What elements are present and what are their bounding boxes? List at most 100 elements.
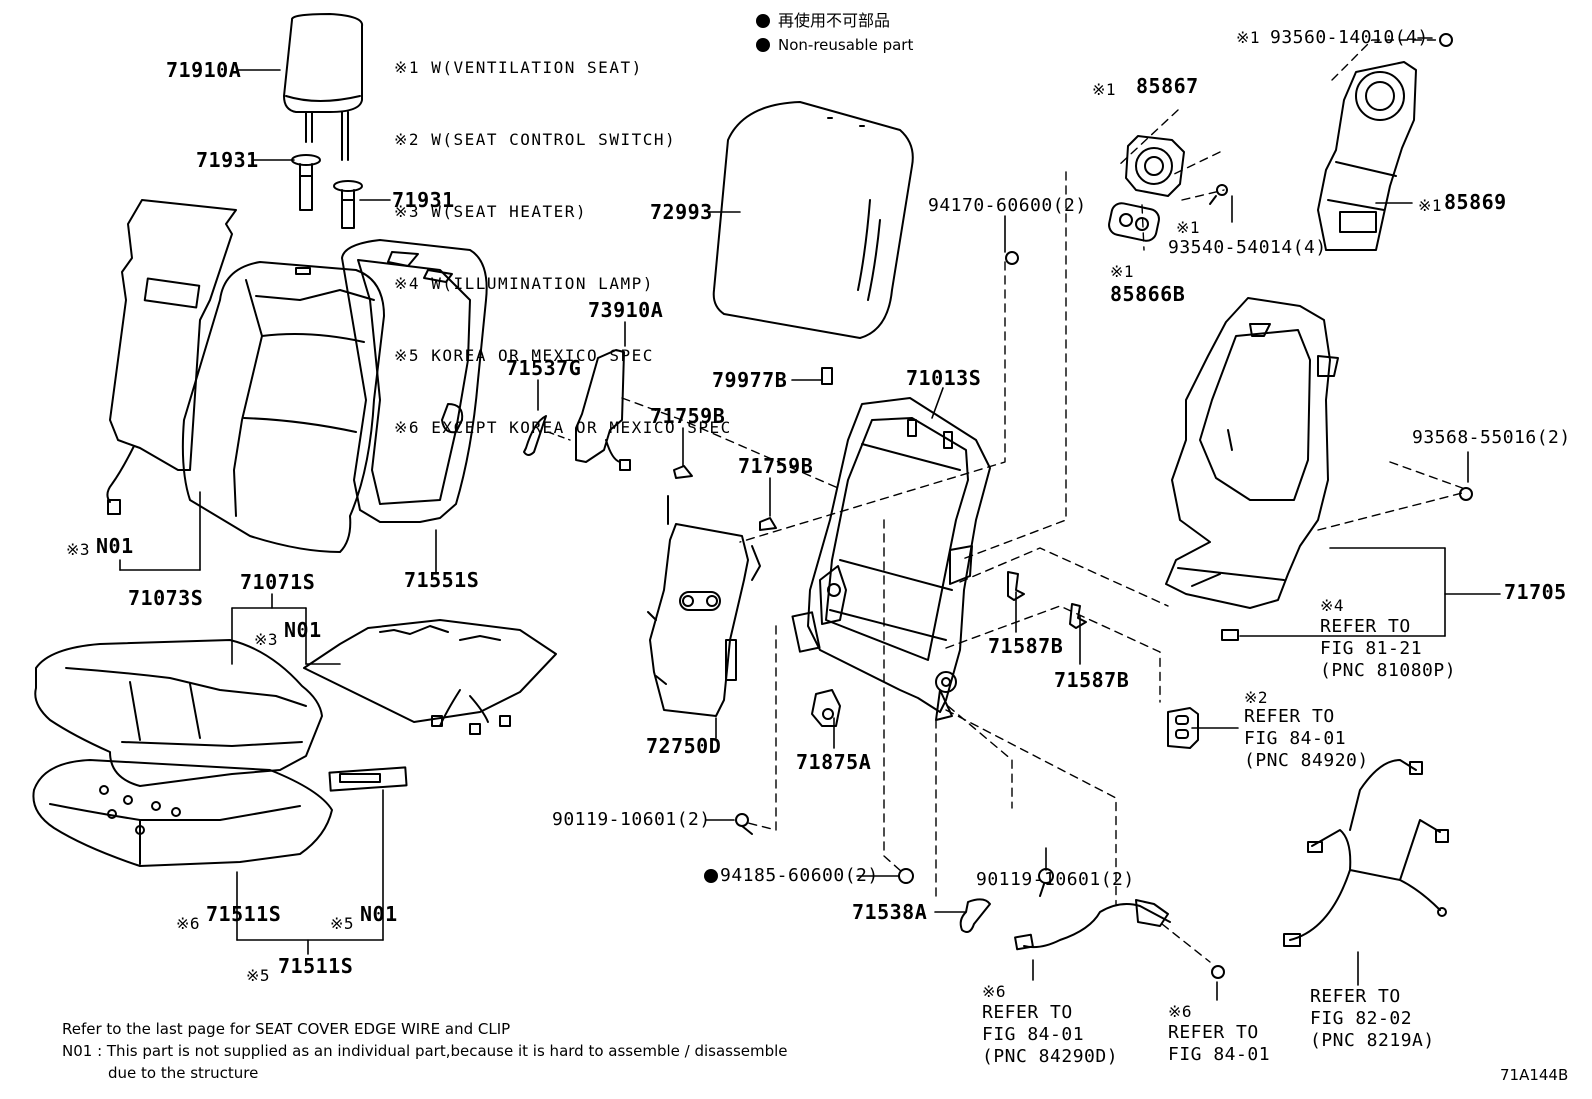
back-panel-71705 (1165, 297, 1339, 641)
nonreusable-legend-en: Non-reusable part (756, 34, 913, 56)
mark-85866B: ※1 (1110, 262, 1135, 281)
mark-ref2: ※2 (1244, 688, 1269, 707)
leader-lines (119, 37, 1501, 1001)
fastener-93568: 93568-55016(2) (1412, 427, 1571, 448)
part-71759B-a: 71759B (650, 404, 726, 428)
legend-item-4: ※4 W(ILLUMINATION LAMP) (394, 274, 654, 293)
part-71910A: 71910A (166, 58, 242, 82)
part-71551S: 71551S (404, 568, 480, 592)
fastener-94185: 94185-60600(2) (704, 866, 879, 886)
part-n01-a: N01 (96, 534, 134, 558)
nonreusable-legend-jp: 再使用不可部品 (756, 10, 890, 32)
part-85866B: 85866B (1110, 282, 1186, 306)
nonreusable-dot-icon (756, 14, 770, 28)
part-n01-c: N01 (360, 902, 398, 926)
part-85867: 85867 (1136, 74, 1199, 98)
clip-71537G (523, 415, 547, 456)
part-71013S: 71013S (906, 366, 982, 390)
fan-85867 (1125, 135, 1185, 197)
mark-n01-a: ※3 (66, 540, 91, 559)
lumbar-plate-72750D (647, 495, 761, 717)
part-71511S-b: 71511S (278, 954, 354, 978)
part-71759B-b: 71759B (738, 454, 814, 478)
clip-71587B-b (1069, 603, 1087, 629)
fastener-94170: 94170-60600(2) (928, 195, 1087, 216)
clip-71587B-a (1007, 571, 1025, 601)
seat-switch (1167, 707, 1199, 749)
side-panel-73910A (575, 349, 631, 471)
mark-ref6a: ※6 (982, 982, 1007, 1001)
fastener-90119-b: 90119-10601(2) (976, 869, 1135, 890)
headrest-guides-71931 (291, 154, 363, 229)
fastener-93540: 93540-54014(4) (1168, 237, 1327, 258)
part-73910A: 73910A (588, 298, 664, 322)
seat-cushion-cover (34, 639, 323, 787)
part-71071S: 71071S (240, 570, 316, 594)
seatback-frame-71013S (791, 397, 991, 721)
part-71073S: 71073S (128, 586, 204, 610)
fastener-93560: 93560-14010(4) (1270, 27, 1429, 48)
dashed-assembly-lines (621, 39, 1469, 963)
back-pad-72993 (712, 101, 914, 339)
harness-84290D (1014, 899, 1171, 951)
heater-mat (303, 619, 557, 735)
clip-71759B-b (759, 517, 777, 531)
part-72750D: 72750D (646, 734, 722, 758)
mark-93540: ※1 (1176, 218, 1201, 237)
part-85869: 85869 (1444, 190, 1507, 214)
legend: ※1 W(VENTILATION SEAT) ※2 W(SEAT CONTROL… (394, 8, 732, 464)
part-n01-b: N01 (284, 618, 322, 642)
screws (735, 33, 1473, 979)
note-line-3: due to the structure (108, 1064, 259, 1082)
part-72993: 72993 (650, 200, 713, 224)
clip-71759B-a (673, 465, 693, 479)
headrest-71910A (283, 13, 364, 161)
part-71587B-a: 71587B (988, 634, 1064, 658)
legend-item-2: ※2 W(SEAT CONTROL SWITCH) (394, 130, 677, 149)
legend-item-1: ※1 W(VENTILATION SEAT) (394, 58, 643, 77)
back-board-71073S (106, 199, 237, 515)
legend-item-6: ※6 EXCEPT KOREA OR MEXICO SPEC (394, 418, 732, 437)
duct-85869 (1317, 61, 1417, 251)
part-71875A: 71875A (796, 750, 872, 774)
diagram-id: 71A144B (1500, 1066, 1569, 1084)
part-71931-a: 71931 (196, 148, 259, 172)
harness-8219A (1283, 759, 1449, 947)
back-cover-71551S (341, 239, 488, 523)
mark-71511S-b: ※5 (246, 966, 271, 985)
cover-71875A (811, 689, 841, 727)
note-line-2: N01 : This part is not supplied as an in… (62, 1042, 788, 1060)
part-71538A: 71538A (852, 900, 928, 924)
note-line-1: Refer to the last page for SEAT COVER ED… (62, 1020, 511, 1038)
mark-85867: ※1 (1092, 80, 1117, 99)
part-71587B-b: 71587B (1054, 668, 1130, 692)
mark-93560: ※1 (1236, 28, 1261, 47)
back-cover-pad (181, 261, 385, 553)
mark-85869: ※1 (1418, 196, 1443, 215)
mark-ref6b: ※6 (1168, 1002, 1193, 1021)
mark-71511S-a: ※6 (176, 914, 201, 933)
mark-n01-c: ※5 (330, 914, 355, 933)
clip-71538A (959, 898, 991, 933)
nonreusable-dot-icon (756, 38, 770, 52)
gasket-85866B (1108, 202, 1160, 242)
fastener-90119-a: 90119-10601(2) (552, 809, 711, 830)
mark-n01-b: ※3 (254, 630, 279, 649)
part-79977B: 79977B (712, 368, 788, 392)
legend-item-5: ※5 KOREA OR MEXICO SPEC (394, 346, 654, 365)
clip-79977B (821, 367, 833, 385)
part-71931-b: 71931 (392, 188, 455, 212)
seat-cushion-pad-71511S (32, 759, 408, 867)
mark-ref4: ※4 (1320, 596, 1345, 615)
legend-item-3: ※3 W(SEAT HEATER) (394, 202, 588, 221)
nonreusable-dot-icon (704, 869, 718, 883)
part-71511S-a: 71511S (206, 902, 282, 926)
part-71537G: 71537G (506, 356, 582, 380)
